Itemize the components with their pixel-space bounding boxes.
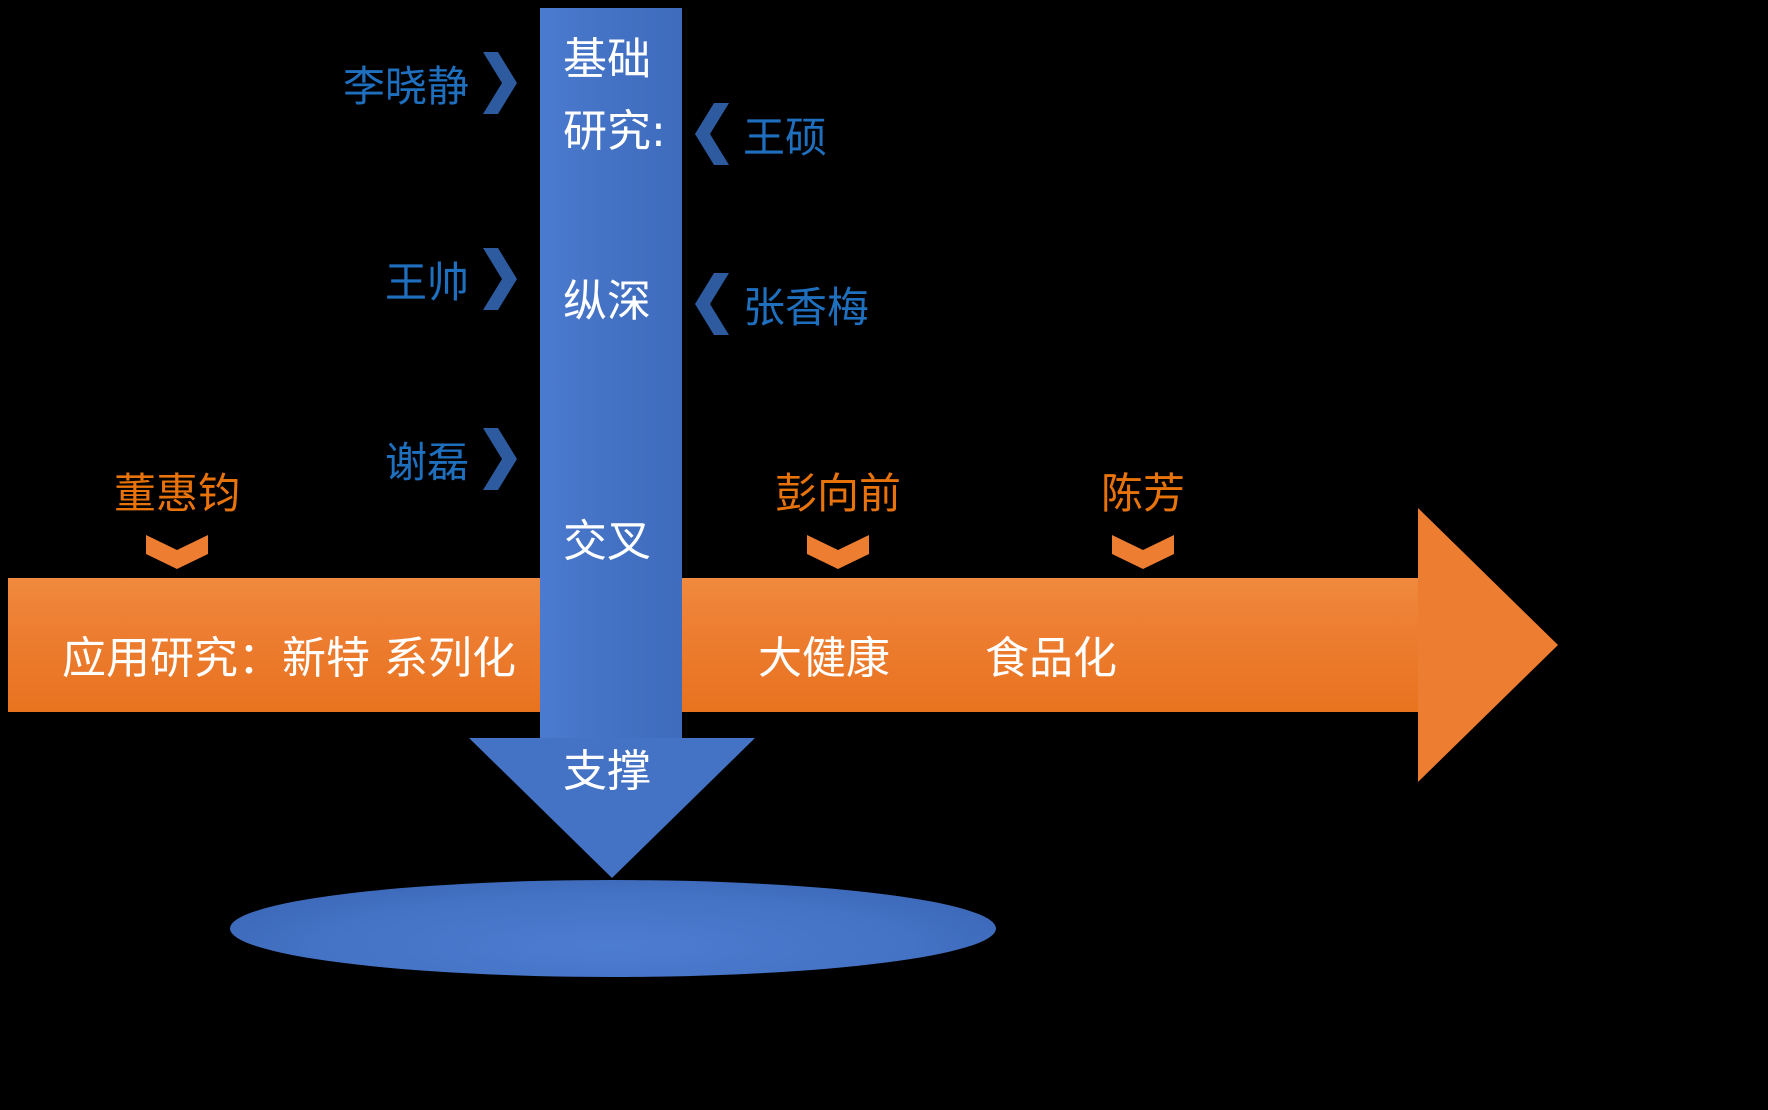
base-platform-ellipse — [230, 880, 996, 977]
person-name: 王硕 — [743, 112, 828, 162]
depth-label: 纵深 — [563, 276, 651, 327]
person-name: 谢磊 — [384, 437, 469, 487]
chevron-left-icon — [695, 103, 729, 165]
horizontal-arrow-head — [1418, 508, 1558, 782]
person-peng-xiangqian: 彭向前 — [775, 460, 901, 569]
vertical-arrow-head — [469, 738, 755, 878]
person-xie-lei: 谢磊 — [385, 428, 517, 490]
chevron-right-icon — [483, 248, 517, 310]
chevron-right-icon — [483, 52, 517, 114]
person-dong-huijun: 董惠钧 — [114, 460, 240, 569]
horizontal-arrow-shaft — [8, 578, 1418, 712]
person-wang-shuai: 王帅 — [385, 248, 517, 310]
person-chen-fang: 陈芳 — [1101, 460, 1185, 569]
cross-label: 交叉 — [563, 516, 651, 567]
person-name: 董惠钧 — [114, 469, 241, 518]
chevron-right-icon — [483, 428, 517, 490]
chevron-down-icon — [1112, 535, 1174, 569]
basic-research-label-line2: 研究: — [563, 106, 666, 157]
person-name: 张香梅 — [743, 282, 870, 332]
person-name: 李晓静 — [342, 61, 469, 111]
health-label: 大健康 — [758, 633, 890, 684]
person-name: 陈芳 — [1101, 469, 1186, 518]
chevron-down-icon — [807, 535, 869, 569]
person-name: 彭向前 — [775, 469, 902, 518]
person-zhang-xiangmei: 张香梅 — [695, 273, 869, 335]
support-label: 支撑 — [563, 746, 651, 797]
chevron-left-icon — [695, 273, 729, 335]
person-li-xiaojing: 李晓静 — [343, 52, 517, 114]
applied-research-label: 应用研究：新特 系列化 — [62, 633, 516, 684]
food-label: 食品化 — [985, 633, 1117, 684]
person-name: 王帅 — [384, 257, 469, 307]
vertical-arrow-shaft — [540, 8, 682, 740]
basic-research-label-line1: 基础 — [563, 34, 651, 85]
person-wang-shuo: 王硕 — [695, 103, 827, 165]
chevron-down-icon — [146, 535, 208, 569]
